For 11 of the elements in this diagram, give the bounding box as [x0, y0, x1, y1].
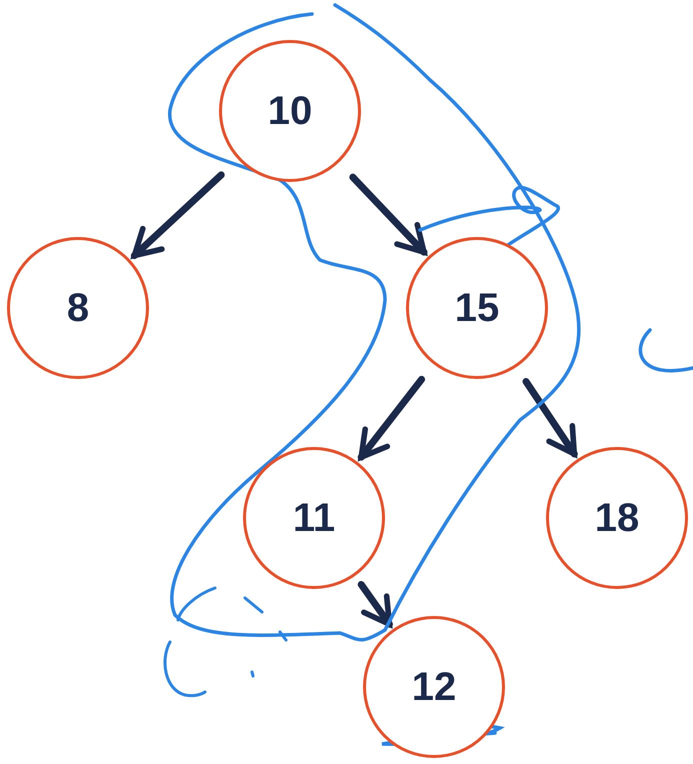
- node-value: 11: [292, 496, 336, 540]
- node-value: 10: [268, 88, 312, 134]
- arrow: [358, 376, 426, 461]
- node-value: 18: [594, 496, 640, 540]
- node-value: 15: [454, 286, 500, 330]
- arrow: [130, 171, 225, 260]
- arrow: [349, 174, 428, 256]
- arrow: [358, 581, 393, 628]
- arrow: [522, 378, 578, 458]
- node-value: 8: [66, 286, 90, 330]
- node-value: 12: [412, 664, 456, 710]
